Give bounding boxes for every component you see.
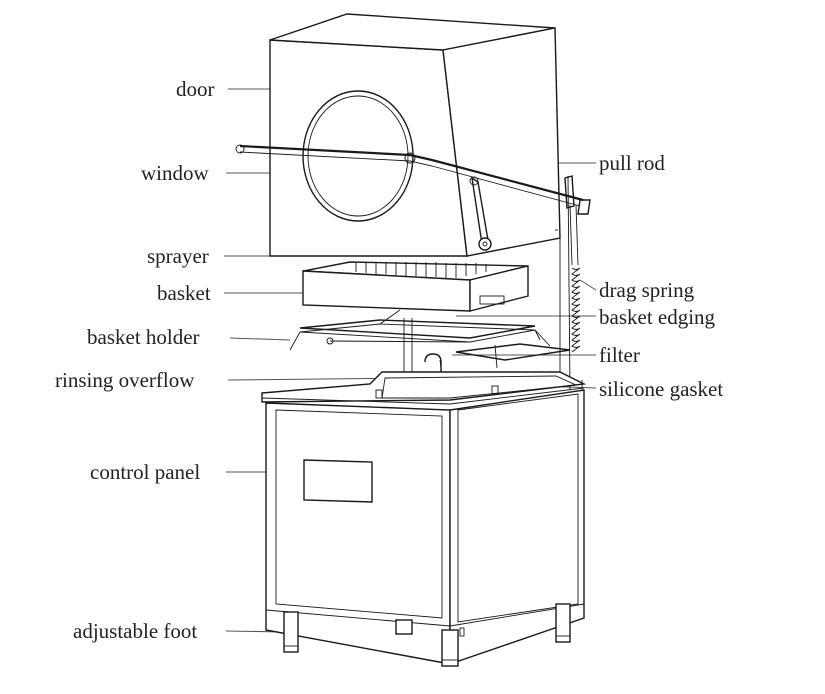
- leader-basket-holder: [229, 337, 291, 341]
- sprayer-and-basket: [302, 261, 529, 312]
- label-silicone-gasket: silicone gasket: [599, 377, 724, 401]
- label-control-panel: control panel: [90, 460, 201, 484]
- label-basket-holder: basket holder: [87, 325, 200, 349]
- label-rinsing-overflow: rinsing overflow: [55, 368, 195, 392]
- label-drag-spring: drag spring: [599, 278, 695, 302]
- label-basket: basket: [157, 281, 211, 305]
- label-filter: filter: [599, 343, 640, 367]
- door-hood: [269, 13, 561, 257]
- label-pull-rod: pull rod: [599, 151, 665, 175]
- control-panel-box: [303, 459, 373, 503]
- cabinet-body: [265, 389, 585, 665]
- label-window: window: [141, 161, 209, 185]
- label-basket-edging: basket edging: [599, 305, 716, 329]
- label-adjustable-foot: adjustable foot: [73, 619, 198, 643]
- adjustable-feet: [283, 603, 571, 667]
- leader-drag-spring: [579, 279, 597, 291]
- basket-holder-rack: [289, 309, 551, 351]
- pull-rod-assembly: [235, 144, 591, 251]
- label-sprayer: sprayer: [147, 244, 209, 268]
- tank-top: [261, 371, 587, 405]
- label-door: door: [176, 77, 215, 101]
